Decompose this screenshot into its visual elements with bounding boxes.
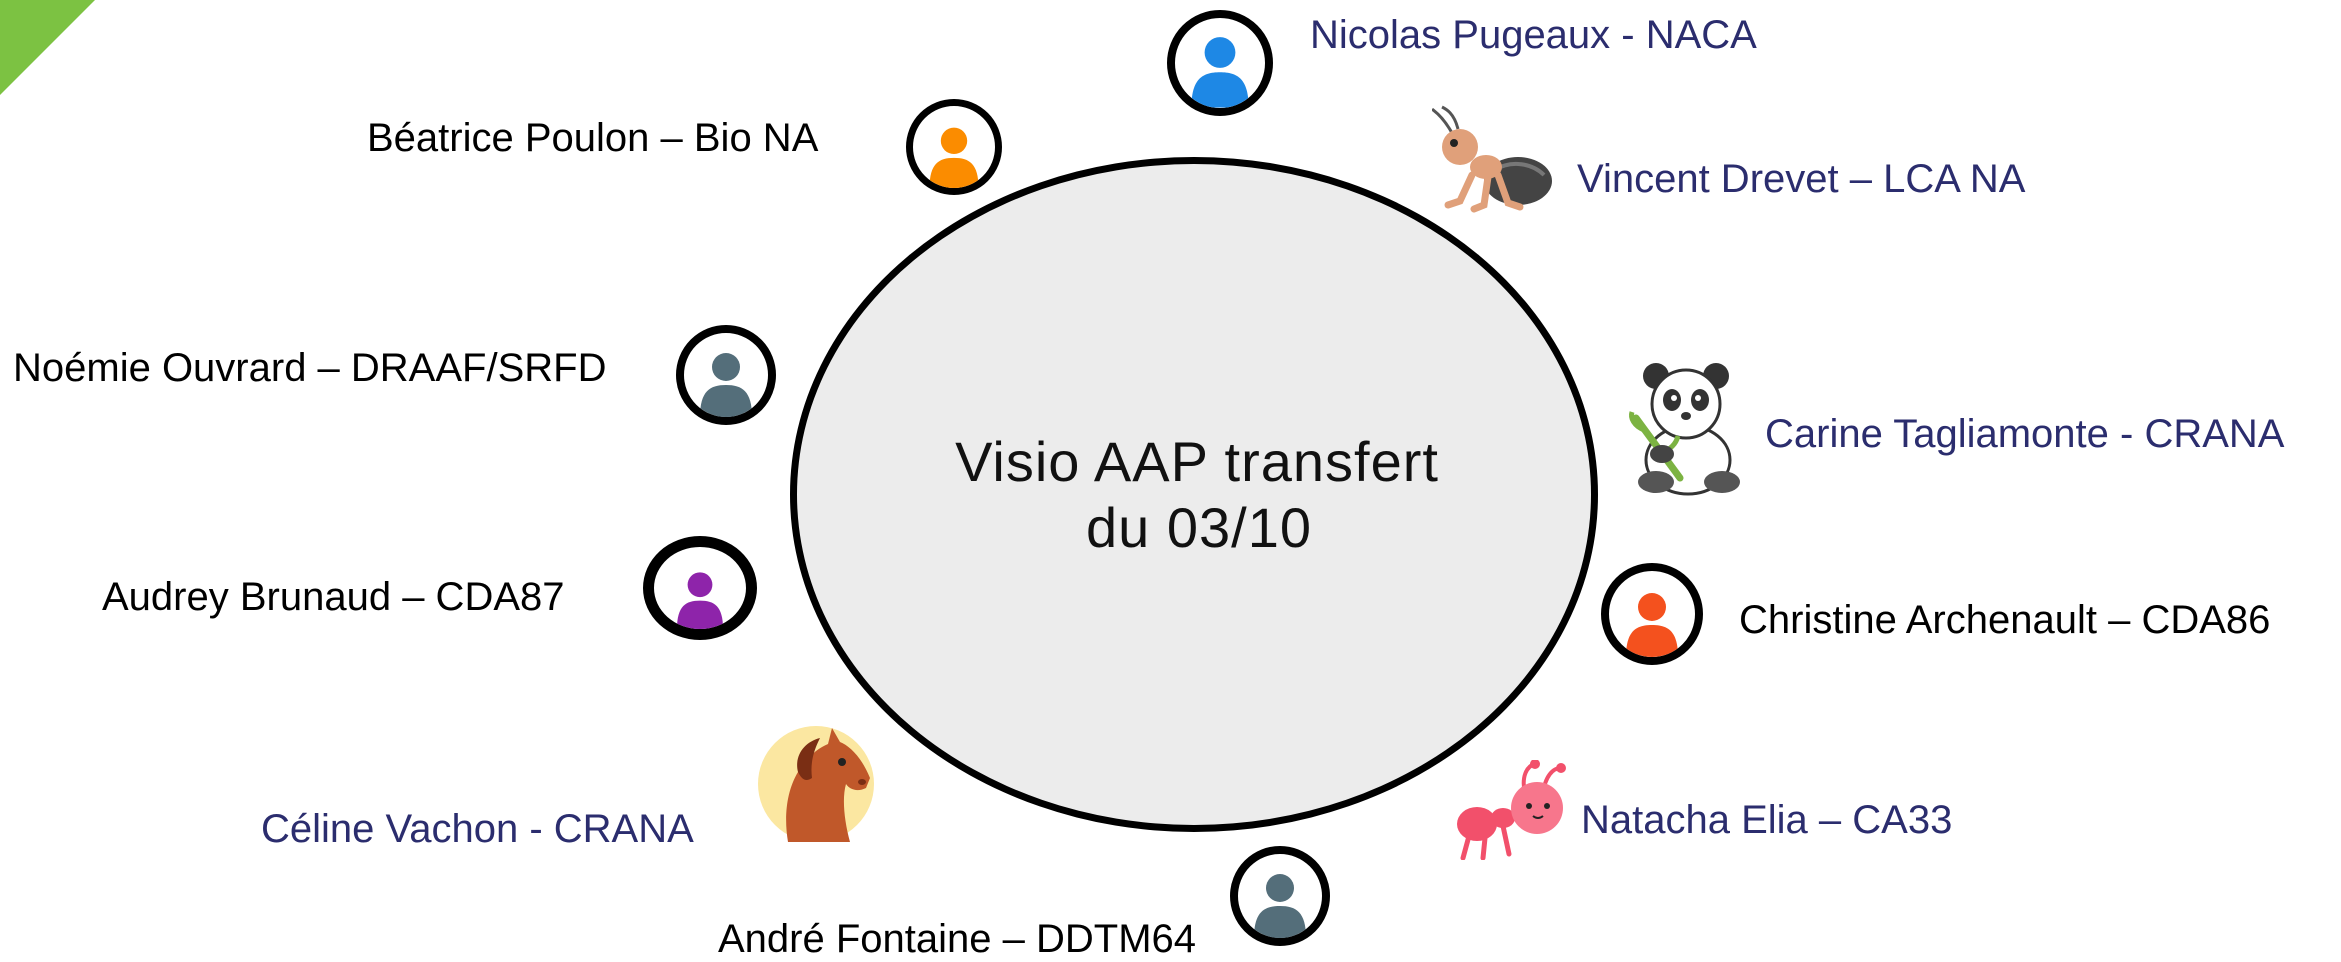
meeting-title-ellipse: Visio AAP transfert du 03/10 — [790, 157, 1598, 832]
meeting-title: Visio AAP transfert — [955, 429, 1439, 493]
participant-label: Natacha Elia – CA33 — [1581, 798, 1953, 842]
participant-label: Audrey Brunaud – CDA87 — [102, 575, 565, 619]
participant-label: Noémie Ouvrard – DRAAF/SRFD — [13, 346, 607, 390]
person-icon — [1230, 846, 1330, 946]
pink-ant-icon — [1457, 760, 1566, 860]
panda-icon — [1629, 363, 1740, 496]
participant-label: Carine Tagliamonte - CRANA — [1765, 412, 2285, 456]
horse-icon — [758, 726, 874, 842]
person-icon — [1601, 563, 1703, 665]
participant-label: André Fontaine – DDTM64 — [718, 917, 1197, 961]
participant-label: Christine Archenault – CDA86 — [1739, 598, 2271, 642]
person-icon — [643, 536, 757, 640]
person-icon — [906, 99, 1002, 195]
participant-label: Vincent Drevet – LCA NA — [1577, 157, 2026, 201]
corner-accent-triangle — [0, 0, 95, 95]
person-icon — [1167, 10, 1273, 116]
person-icon — [676, 325, 776, 425]
participant-label: Nicolas Pugeaux - NACA — [1310, 13, 1757, 57]
participant-label: Céline Vachon - CRANA — [261, 807, 694, 851]
participant-label: Béatrice Poulon – Bio NA — [367, 116, 819, 160]
meeting-date: du 03/10 — [1086, 495, 1312, 559]
ant-icon — [1432, 105, 1552, 213]
